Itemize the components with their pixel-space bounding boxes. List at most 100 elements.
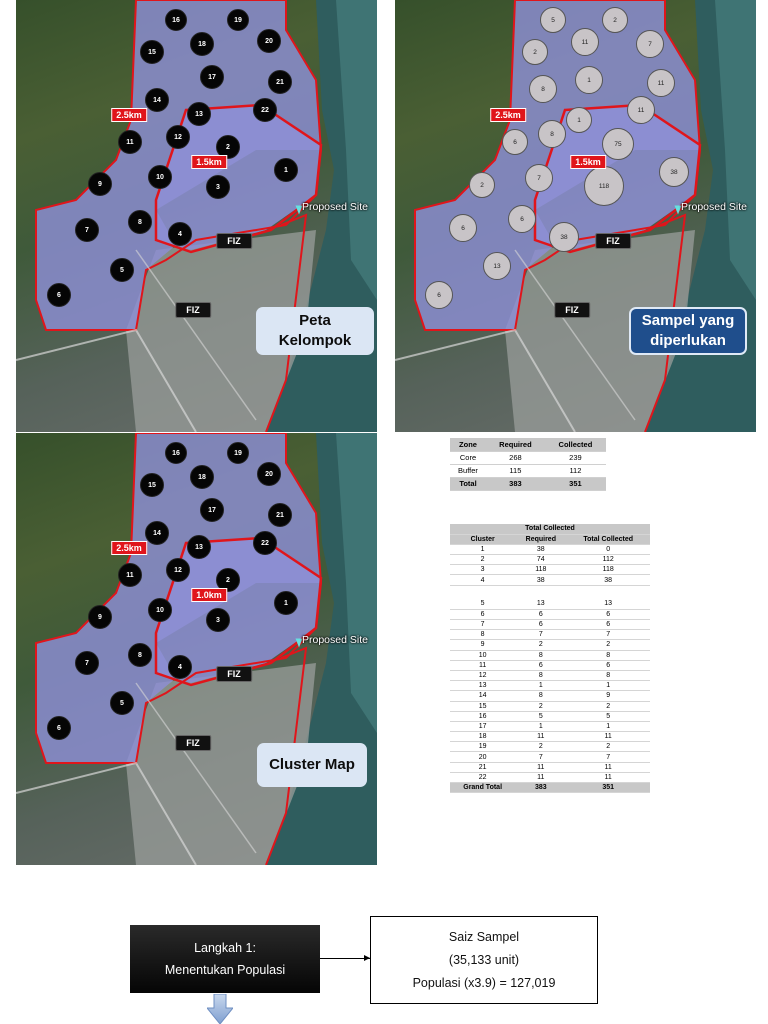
industrial-area bbox=[126, 230, 316, 432]
fiz-label: FIZ bbox=[595, 233, 631, 249]
cluster-marker: 14 bbox=[145, 88, 169, 112]
radius-label: 2.5km bbox=[490, 108, 526, 122]
map-base-layer bbox=[395, 0, 756, 432]
cluster-marker: 11 bbox=[118, 563, 142, 587]
table-cell: 7 bbox=[566, 751, 650, 763]
table-cell: 4 bbox=[450, 574, 516, 586]
cluster-marker: 8 bbox=[128, 210, 152, 234]
cluster-marker: 3 bbox=[206, 175, 230, 199]
location-pin-icon bbox=[295, 638, 303, 648]
table-cell: 6 bbox=[566, 609, 650, 621]
industrial-area bbox=[126, 663, 316, 865]
table-cell: 0 bbox=[566, 544, 650, 556]
table-cell: 1 bbox=[566, 721, 650, 733]
cluster-marker: 18 bbox=[190, 465, 214, 489]
table-cell: 11 bbox=[566, 772, 650, 784]
table-cell: 8 bbox=[566, 670, 650, 682]
cluster-marker: 15 bbox=[140, 40, 164, 64]
map-base-layer bbox=[16, 0, 377, 432]
table-cell: Grand Total bbox=[450, 782, 516, 794]
table-cell: 7 bbox=[566, 629, 650, 641]
cluster-marker: 17 bbox=[200, 65, 224, 89]
table-cell: 11 bbox=[566, 762, 650, 773]
cluster-marker: 21 bbox=[268, 503, 292, 527]
table-cell: 12 bbox=[450, 670, 516, 682]
cluster-marker: 6 bbox=[425, 281, 453, 309]
table-cell: 2 bbox=[566, 741, 650, 753]
table-cell: 11 bbox=[515, 772, 567, 784]
cluster-marker: 5 bbox=[110, 691, 134, 715]
cluster-marker: 3 bbox=[206, 608, 230, 632]
proposed-site-label: Proposed Site bbox=[681, 201, 747, 213]
map-caption-line: diperlukan bbox=[650, 332, 726, 349]
table-cell: 2 bbox=[515, 701, 567, 712]
sample-size-units: (35,133 unit) bbox=[448, 952, 520, 967]
cluster-marker: 8 bbox=[538, 120, 566, 148]
radius-label: 2.5km bbox=[111, 541, 147, 555]
road-line bbox=[514, 249, 636, 421]
sample-size-label: Saiz Sampel bbox=[448, 929, 520, 944]
buffer-boundary bbox=[35, 433, 323, 764]
table-cell: 22 bbox=[450, 772, 516, 784]
cluster-marker: 20 bbox=[257, 29, 281, 53]
cluster-marker: 1 bbox=[274, 158, 298, 182]
cluster-marker: 7 bbox=[525, 164, 553, 192]
cluster-marker: 10 bbox=[148, 598, 172, 622]
table-cell: 13 bbox=[515, 599, 567, 610]
table-cell: 239 bbox=[544, 451, 606, 465]
fiz-label: FIZ bbox=[175, 302, 211, 318]
table-cell: 8 bbox=[515, 650, 567, 661]
sample-size-box: Saiz Sampel (35,133 unit) Populasi (x3.9… bbox=[370, 916, 598, 1004]
table-cell: 118 bbox=[566, 564, 650, 576]
table-cell: 6 bbox=[515, 609, 567, 621]
cluster-marker: 2 bbox=[602, 7, 628, 33]
column-header: Cluster bbox=[450, 534, 516, 545]
table-cell: 351 bbox=[544, 477, 606, 491]
table-cell: 5 bbox=[515, 711, 567, 722]
cluster-marker: 8 bbox=[128, 643, 152, 667]
column-header: Zone bbox=[450, 438, 486, 452]
radius-label: 2.5km bbox=[111, 108, 147, 122]
step-1-box: Langkah 1: Menentukan Populasi bbox=[130, 925, 320, 993]
column-header: Required bbox=[485, 438, 545, 452]
table-cell: 7 bbox=[450, 619, 516, 631]
table-cell: 20 bbox=[450, 751, 516, 763]
coast-boundary bbox=[265, 213, 308, 432]
fiz-label: FIZ bbox=[175, 735, 211, 751]
cluster-marker: 38 bbox=[549, 222, 579, 252]
map-caption-line: Peta bbox=[299, 312, 331, 329]
road-line bbox=[16, 761, 197, 865]
cluster-marker: 1 bbox=[566, 107, 592, 133]
step-description: Menentukan Populasi bbox=[164, 963, 286, 977]
table-cell: 21 bbox=[450, 762, 516, 773]
proposed-site-label: Proposed Site bbox=[302, 634, 368, 646]
fiz-label: FIZ bbox=[554, 302, 590, 318]
cluster-marker: 6 bbox=[449, 214, 477, 242]
core-boundary bbox=[154, 536, 323, 687]
table-cell: 118 bbox=[515, 564, 567, 576]
table-cell: 8 bbox=[566, 650, 650, 661]
fiz-label: FIZ bbox=[216, 666, 252, 682]
cluster-marker: 9 bbox=[88, 605, 112, 629]
table-cell: 11 bbox=[450, 660, 516, 671]
table-cell: 112 bbox=[544, 464, 606, 478]
table-cell: 38 bbox=[515, 544, 567, 556]
table-cell: 9 bbox=[450, 639, 516, 651]
map-caption-line: Sampel yang bbox=[641, 312, 735, 329]
table-cell: 6 bbox=[566, 619, 650, 631]
location-pin-icon bbox=[295, 205, 303, 215]
table-cell: 16 bbox=[450, 711, 516, 722]
table-cell: 2 bbox=[566, 701, 650, 712]
